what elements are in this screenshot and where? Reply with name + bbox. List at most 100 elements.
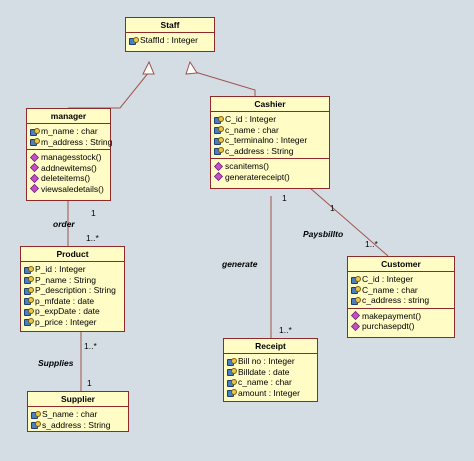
class-manager[interactable]: manager m_name : char m_address : String… bbox=[26, 108, 112, 201]
class-title: Cashier bbox=[211, 97, 329, 112]
class-cashier[interactable]: Cashier C_id : Integer c_name : char c_t… bbox=[210, 96, 330, 189]
attribute-row: C_name : char bbox=[351, 285, 451, 296]
operation-icon bbox=[30, 184, 39, 194]
multiplicity-paysbillto-cashier: 1 bbox=[330, 203, 335, 213]
attribute-row: C_id : Integer bbox=[214, 114, 326, 125]
multiplicity-generate-receipt: 1..* bbox=[279, 325, 292, 335]
association-label-paysbillto: Paysbillto bbox=[303, 229, 344, 239]
attribute-icon bbox=[31, 410, 41, 419]
attribute-row: P_id : Integer bbox=[24, 264, 121, 275]
attribute-icon bbox=[227, 368, 237, 377]
attribute-row: P_description : String bbox=[24, 285, 121, 296]
attribute-row: p_price : Integer bbox=[24, 317, 121, 328]
operation-row: makepayment() bbox=[351, 311, 451, 322]
multiplicity-order-manager: 1 bbox=[91, 208, 96, 218]
attribute-row: c_address : String bbox=[214, 146, 326, 157]
attributes-section: StaffId : Integer bbox=[126, 33, 214, 48]
class-product[interactable]: Product P_id : Integer P_name : String P… bbox=[20, 246, 125, 332]
attribute-row: p_expDate : date bbox=[24, 306, 121, 317]
operation-row: generatereceipt() bbox=[214, 172, 326, 183]
association-label-order: order bbox=[53, 219, 75, 229]
attribute-icon bbox=[214, 126, 224, 135]
generalization-arrowhead-left bbox=[142, 60, 155, 75]
class-receipt[interactable]: Receipt Bill no : Integer Billdate : dat… bbox=[223, 338, 318, 402]
attribute-icon bbox=[351, 296, 361, 305]
operations-section: makepayment() purchasepdt() bbox=[348, 309, 454, 334]
operation-row: addnewitems() bbox=[30, 163, 107, 174]
attribute-icon bbox=[351, 286, 361, 295]
attribute-row: s_address : String bbox=[31, 420, 125, 431]
operation-row: viewsaledetails() bbox=[30, 184, 107, 195]
operation-icon bbox=[351, 311, 360, 321]
class-supplier[interactable]: Supplier S_name : char s_address : Strin… bbox=[27, 391, 129, 432]
association-label-supplies: Supplies bbox=[38, 358, 74, 368]
attribute-row: c_name : char bbox=[214, 125, 326, 136]
class-staff[interactable]: Staff StaffId : Integer bbox=[125, 17, 215, 52]
class-title: Supplier bbox=[28, 392, 128, 407]
class-title: Receipt bbox=[224, 339, 317, 354]
operation-row: managesstock() bbox=[30, 152, 107, 163]
generalization-manager-staff bbox=[68, 71, 150, 109]
attributes-section: C_id : Integer C_name : char c_address :… bbox=[348, 272, 454, 309]
class-title: Product bbox=[21, 247, 124, 262]
attribute-row: m_name : char bbox=[30, 126, 107, 137]
attribute-icon bbox=[227, 378, 237, 387]
attribute-row: Bill no : Integer bbox=[227, 356, 314, 367]
attribute-icon bbox=[30, 127, 40, 136]
operation-row: deleteitems() bbox=[30, 173, 107, 184]
attribute-row: m_address : String bbox=[30, 137, 112, 148]
generalization-cashier-staff bbox=[194, 71, 256, 96]
attribute-row: S_name : char bbox=[31, 409, 125, 420]
attribute-icon bbox=[30, 138, 40, 147]
attributes-section: Bill no : Integer Billdate : date c_name… bbox=[224, 354, 317, 400]
association-label-generate: generate bbox=[222, 259, 258, 269]
attribute-row: StaffId : Integer bbox=[129, 35, 211, 46]
attribute-row: c_terminalno : Integer bbox=[214, 135, 326, 146]
attributes-section: S_name : char s_address : String bbox=[28, 407, 128, 432]
attribute-row: c_address : string bbox=[351, 295, 451, 306]
multiplicity-paysbillto-customer: 1..* bbox=[365, 239, 378, 249]
attribute-row: P_name : String bbox=[24, 275, 121, 286]
attribute-icon bbox=[24, 286, 34, 295]
attribute-icon bbox=[129, 36, 139, 45]
attributes-section: C_id : Integer c_name : char c_terminaln… bbox=[211, 112, 329, 159]
operation-icon bbox=[30, 152, 39, 162]
operation-icon bbox=[214, 161, 223, 171]
multiplicity-order-product: 1..* bbox=[86, 233, 99, 243]
attribute-icon bbox=[227, 389, 237, 398]
attribute-icon bbox=[214, 115, 224, 124]
operation-icon bbox=[30, 173, 39, 183]
multiplicity-supplies-supplier: 1 bbox=[87, 378, 92, 388]
attribute-icon bbox=[214, 136, 224, 145]
class-customer[interactable]: Customer C_id : Integer C_name : char c_… bbox=[347, 256, 455, 338]
class-title: Staff bbox=[126, 18, 214, 33]
attribute-icon bbox=[24, 318, 34, 327]
operations-section: scanitems() generatereceipt() bbox=[211, 159, 329, 184]
attributes-section: P_id : Integer P_name : String P_descrip… bbox=[21, 262, 124, 329]
attribute-row: C_id : Integer bbox=[351, 274, 451, 285]
attribute-icon bbox=[24, 297, 34, 306]
operation-row: scanitems() bbox=[214, 161, 326, 172]
attribute-icon bbox=[351, 275, 361, 284]
attribute-icon bbox=[24, 307, 34, 316]
multiplicity-generate-cashier: 1 bbox=[282, 193, 287, 203]
attributes-section: m_name : char m_address : String bbox=[27, 124, 112, 150]
operation-icon bbox=[30, 163, 39, 173]
attribute-icon bbox=[227, 357, 237, 366]
operation-row: purchasepdt() bbox=[351, 321, 451, 332]
attribute-icon bbox=[24, 276, 34, 285]
class-title: Customer bbox=[348, 257, 454, 272]
class-title: manager bbox=[27, 109, 110, 124]
attribute-row: c_name : char bbox=[227, 377, 314, 388]
attribute-icon bbox=[31, 421, 41, 430]
attribute-row: p_mfdate : date bbox=[24, 296, 121, 307]
operation-icon bbox=[214, 172, 223, 182]
attribute-icon bbox=[24, 265, 34, 274]
multiplicity-supplies-product: 1..* bbox=[84, 341, 97, 351]
operation-icon bbox=[351, 321, 360, 331]
association-paysbillto bbox=[309, 187, 389, 257]
operations-section: managesstock() addnewitems() deleteitems… bbox=[27, 150, 110, 196]
attribute-row: amount : Integer bbox=[227, 388, 314, 399]
attribute-row: Billdate : date bbox=[227, 367, 314, 378]
